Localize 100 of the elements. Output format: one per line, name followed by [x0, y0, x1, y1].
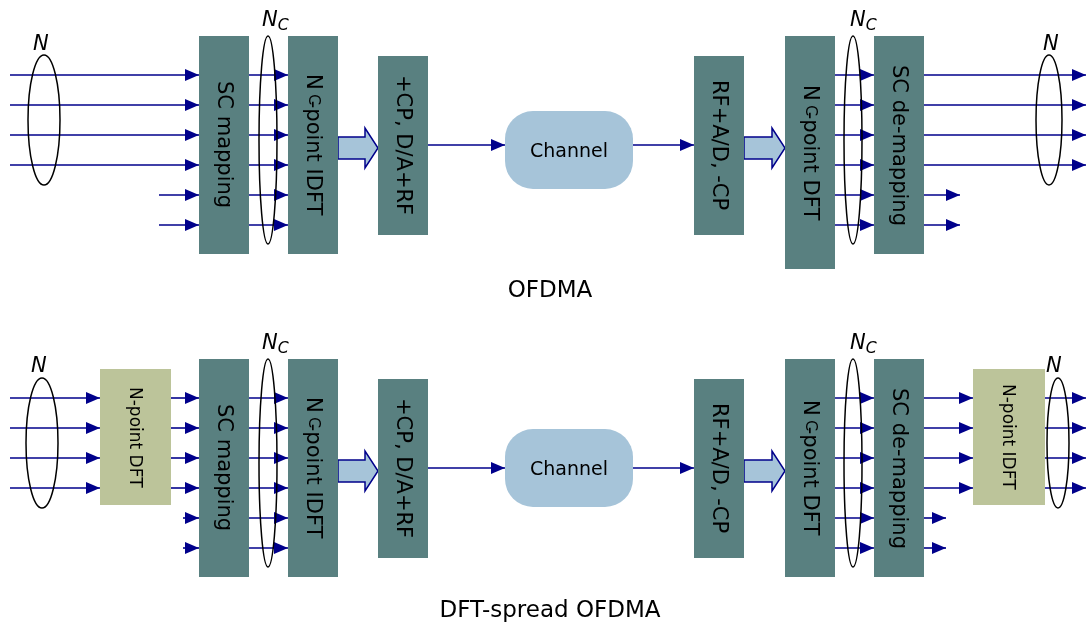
arrow: [9, 482, 101, 494]
arrow: [834, 512, 875, 524]
arrow: [834, 422, 875, 434]
symbol-label: N$_{C}$: [262, 6, 289, 36]
arrow: [834, 542, 875, 554]
block-arrow: [337, 125, 379, 171]
arrow: [248, 69, 289, 81]
arrow: [182, 542, 200, 554]
block-arrow: [337, 448, 379, 494]
process-box: [199, 36, 249, 254]
arrow: [248, 542, 289, 554]
box-label: SC mapping: [211, 404, 238, 532]
process-box: [199, 359, 249, 577]
arrow: [923, 482, 974, 494]
arrow: [834, 482, 875, 494]
box-label: N-point DFT: [126, 386, 145, 488]
process-box: [785, 359, 835, 577]
box-label: +CP, D/A+RF: [390, 75, 417, 216]
arrow: [170, 422, 200, 434]
arrow: [170, 392, 200, 404]
arrow: [1044, 392, 1087, 404]
arrow: [1044, 482, 1087, 494]
symbol-label: N$_{C}$: [850, 329, 877, 359]
arrow: [9, 452, 101, 464]
arrow: [182, 512, 200, 524]
process-box: [378, 379, 428, 558]
symbol-label: N: [33, 30, 49, 57]
symbol-label: N: [1043, 30, 1059, 57]
arrow: [923, 129, 1087, 141]
arrow: [248, 422, 289, 434]
arrow: [923, 452, 974, 464]
arrow: [834, 159, 875, 171]
process-box: [288, 359, 338, 577]
arrow: [923, 542, 947, 554]
arrow: [834, 219, 875, 231]
arrow: [248, 189, 289, 201]
box-label: SC de-mapping: [886, 64, 913, 226]
arrow: [923, 159, 1087, 171]
box-label: +CP, D/A+RF: [390, 398, 417, 539]
box-label: N-point IDFT: [999, 384, 1019, 490]
channel-pill: [505, 429, 633, 507]
arrow: [9, 159, 200, 171]
arrow: [248, 482, 289, 494]
arrow: [923, 392, 974, 404]
arrow: [427, 462, 506, 474]
block-arrow: [743, 125, 786, 171]
arrow: [632, 139, 695, 151]
arrow: [9, 422, 101, 434]
process-box: [288, 36, 338, 254]
arrow: [834, 392, 875, 404]
arrow: [248, 219, 289, 231]
arrow: [9, 129, 200, 141]
arrow: [248, 452, 289, 464]
diagram-caption: DFT-spread OFDMA: [439, 595, 661, 624]
symbol-label: N$_{C}$: [850, 6, 877, 36]
arrow: [248, 392, 289, 404]
arrow: [427, 139, 506, 151]
block-arrow: [743, 448, 786, 494]
arrow: [170, 482, 200, 494]
arrow: [248, 512, 289, 524]
symbol-label: N$_{C}$: [262, 329, 289, 359]
symbol-label: N: [1046, 352, 1062, 379]
arrow: [9, 392, 101, 404]
arrow: [834, 452, 875, 464]
arrow: [923, 422, 974, 434]
process-box: [694, 379, 744, 558]
process-box: [874, 359, 924, 577]
arrow: [170, 452, 200, 464]
arrow: [834, 99, 875, 111]
arrow: [923, 99, 1087, 111]
process-box: [785, 36, 835, 269]
arrow: [158, 219, 200, 231]
arrow: [923, 219, 961, 231]
process-box: [694, 56, 744, 235]
box-label: SC de-mapping: [886, 387, 913, 549]
symbol-label: N: [31, 352, 47, 379]
box-label: SC mapping: [211, 81, 238, 209]
arrow: [248, 99, 289, 111]
arrow: [248, 129, 289, 141]
arrow: [923, 512, 947, 524]
box-label: Channel: [530, 455, 608, 481]
arrow: [9, 69, 200, 81]
transform-box: [973, 369, 1045, 505]
diagram-caption: OFDMA: [507, 275, 593, 304]
process-box: [874, 36, 924, 254]
arrow: [248, 159, 289, 171]
process-box: [378, 56, 428, 235]
arrow: [9, 99, 200, 111]
box-label: RF+A/D, -CP: [706, 80, 733, 211]
arrow: [834, 189, 875, 201]
channel-pill: [505, 111, 633, 189]
arrow: [834, 129, 875, 141]
arrow: [632, 462, 695, 474]
arrow: [923, 189, 961, 201]
arrow: [923, 69, 1087, 81]
arrow: [158, 189, 200, 201]
arrow: [834, 69, 875, 81]
box-label: RF+A/D, -CP: [706, 403, 733, 534]
transform-box: [100, 369, 171, 505]
box-label: Channel: [530, 137, 608, 163]
